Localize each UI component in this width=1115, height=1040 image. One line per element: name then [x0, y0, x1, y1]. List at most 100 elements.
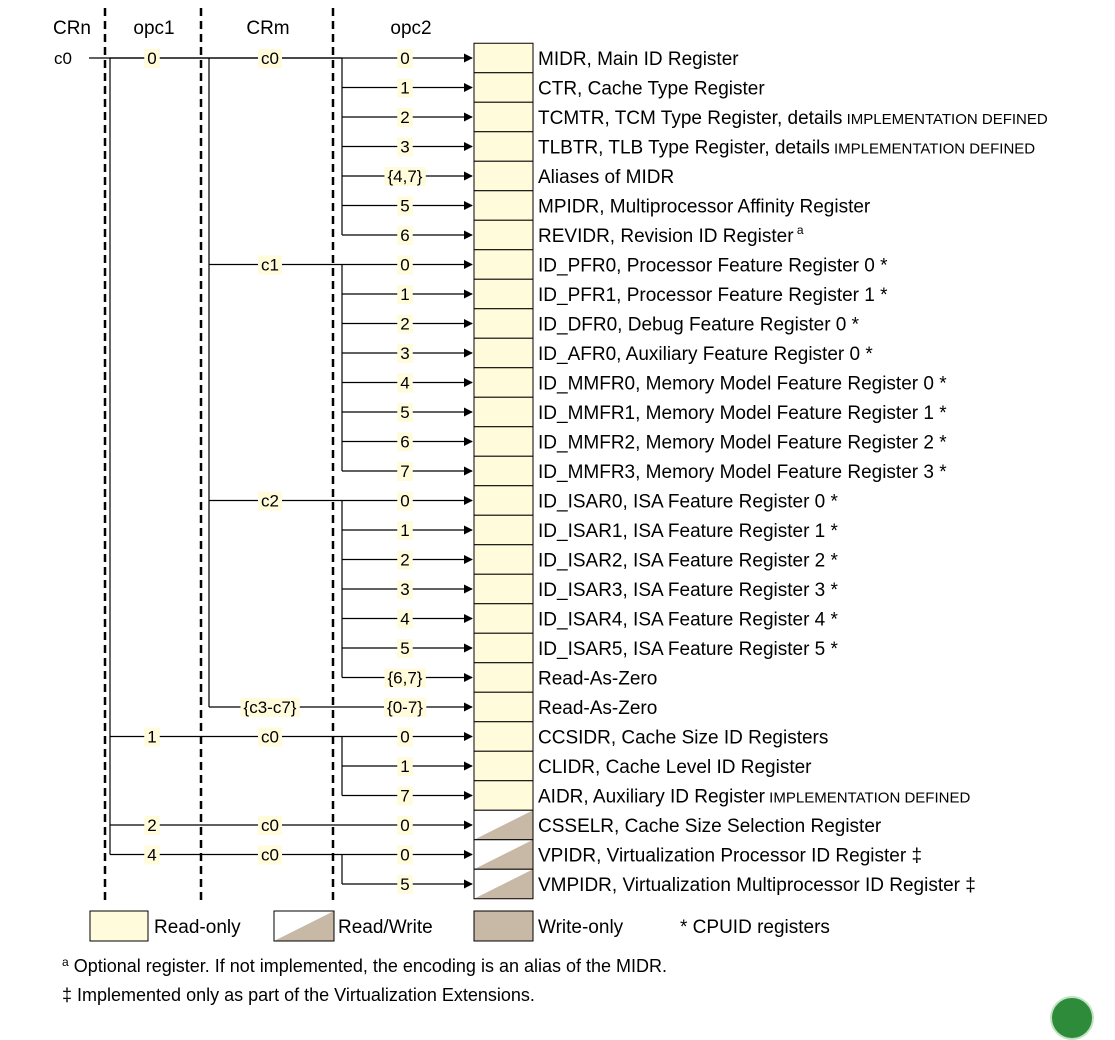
opc2-label: 1	[397, 78, 413, 98]
register-row: 0 ID_ISAR0, ISA Feature Register 0 *	[342, 485, 839, 516]
svg-text:c0: c0	[261, 49, 279, 68]
register-cell-read-only	[473, 662, 534, 693]
register-description: CSSELR, Cache Size Selection Register	[538, 816, 882, 837]
register-description-text: CLIDR, Cache Level ID Register	[538, 757, 812, 778]
register-row: 4 ID_ISAR4, ISA Feature Register 4 *	[342, 603, 839, 634]
register-description-text: VMPIDR, Virtualization Multiprocessor ID…	[538, 875, 976, 896]
register-cell-read-only	[473, 160, 534, 192]
register-row: 1 CTR, Cache Type Register	[342, 72, 765, 103]
register-description: CLIDR, Cache Level ID Register	[538, 757, 812, 778]
register-cell-read-only	[473, 721, 534, 752]
register-description: ID_ISAR4, ISA Feature Register 4 *	[538, 610, 839, 631]
opc2-label: 0	[397, 491, 413, 511]
register-cell-read-only	[473, 632, 534, 664]
crn-value: c0	[54, 49, 72, 68]
register-description-text: ID_MMFR3, Memory Model Feature Register …	[538, 462, 947, 483]
register-description-text: CTR, Cache Type Register	[538, 79, 765, 100]
svg-text:0: 0	[147, 49, 156, 68]
svg-text:2: 2	[400, 551, 409, 570]
register-description-text: TLBTR, TLB Type Register, details	[538, 138, 830, 159]
opc2-label: 2	[397, 550, 413, 570]
opc2-label: {0-7}	[384, 698, 427, 717]
svg-text:1: 1	[400, 521, 409, 540]
svg-text:0: 0	[400, 846, 409, 865]
register-row: 0 VPIDR, Virtualization Processor ID Regi…	[342, 839, 922, 870]
register-cell-read-only	[473, 573, 534, 605]
svg-text:{4,7}: {4,7}	[388, 167, 423, 186]
opc2-label: 4	[397, 373, 413, 393]
svg-text:4: 4	[400, 610, 409, 629]
crm-label: c0	[258, 845, 282, 865]
register-cell-read-only	[473, 367, 534, 398]
opc2-label: 5	[397, 875, 413, 894]
register-row: 6 ID_MMFR2, Memory Model Feature Register…	[342, 426, 947, 457]
crm-label: c1	[258, 255, 282, 275]
register-row: 3 ID_AFR0, Auxiliary Feature Register 0 *	[342, 337, 873, 369]
register-description: ID_DFR0, Debug Feature Register 0 *	[538, 315, 860, 336]
register-cell-read-only	[473, 278, 534, 310]
register-description-text: Aliases of MIDR	[538, 167, 674, 188]
cell-rw-fill	[474, 839, 533, 870]
register-row: 4 ID_MMFR0, Memory Model Feature Register…	[342, 367, 947, 398]
register-description-text: AIDR, Auxiliary ID Register	[538, 787, 766, 808]
register-cell-read-only	[473, 308, 534, 339]
svg-text:1: 1	[147, 728, 156, 747]
svg-text:0: 0	[400, 49, 409, 68]
register-description-text: ID_ISAR0, ISA Feature Register 0 *	[538, 492, 839, 513]
register-description: VPIDR, Virtualization Processor ID Regis…	[538, 846, 922, 867]
opc2-label: 3	[397, 580, 413, 599]
opc2-label: 2	[397, 108, 413, 127]
svg-text:1: 1	[400, 757, 409, 776]
opc2-label: 6	[397, 226, 413, 245]
svg-text:2: 2	[400, 108, 409, 127]
register-description-text: TCMTR, TCM Type Register, details	[538, 108, 842, 129]
svg-text:0: 0	[400, 728, 409, 747]
footnote-a-mark: a	[62, 955, 69, 969]
register-description: ID_AFR0, Auxiliary Feature Register 0 *	[538, 344, 873, 365]
svg-text:6: 6	[400, 433, 409, 452]
register-cell-read-only	[473, 485, 534, 516]
opc2-label: 1	[397, 521, 413, 540]
svg-text:c1: c1	[261, 256, 279, 275]
crm-label: c2	[258, 491, 282, 511]
svg-text:1: 1	[400, 79, 409, 98]
register-rows: 0 MIDR, Main ID Register 1 CTR, Cache Type …	[342, 42, 1048, 900]
register-cell-read-only	[473, 750, 534, 782]
register-description: Read-As-Zero	[538, 698, 657, 719]
register-description: CTR, Cache Type Register	[538, 79, 765, 100]
register-cell-read-only	[473, 455, 534, 487]
register-description-text: CSSELR, Cache Size Selection Register	[538, 816, 882, 837]
opc2-label: {4,7}	[384, 167, 426, 186]
register-description-text: ID_PFR0, Processor Feature Register 0 *	[538, 256, 888, 277]
register-description-text: ID_ISAR3, ISA Feature Register 3 *	[538, 580, 839, 601]
register-row: 1 CLIDR, Cache Level ID Register	[342, 750, 812, 782]
opc2-label: 0	[397, 49, 413, 68]
register-description-text: ID_PFR1, Processor Feature Register 1 *	[538, 285, 888, 306]
register-description-text: ID_ISAR2, ISA Feature Register 2 *	[538, 551, 839, 572]
opc2-label: 5	[397, 403, 413, 422]
register-description: MIDR, Main ID Register	[538, 49, 739, 70]
register-cell-read-only	[473, 691, 534, 723]
legend-write-only-swatch	[473, 910, 534, 942]
cell-rw-fill	[474, 810, 533, 840]
register-cell-read-only	[473, 131, 534, 162]
register-description-text: ID_ISAR1, ISA Feature Register 1 *	[538, 521, 839, 542]
svg-text:3: 3	[400, 344, 409, 363]
svg-text:3: 3	[400, 580, 409, 599]
legend-read-write-swatch	[273, 910, 335, 942]
register-description: ID_MMFR2, Memory Model Feature Register …	[538, 433, 947, 454]
register-row: 0 MIDR, Main ID Register	[342, 42, 739, 74]
svg-text:0: 0	[400, 492, 409, 511]
svg-text:4: 4	[147, 846, 156, 865]
svg-text:{6,7}: {6,7}	[388, 669, 423, 688]
footnote-a-text: Optional register. If not implemented, t…	[74, 956, 667, 976]
register-description: TLBTR, TLB Type Register, details IMPLEM…	[538, 138, 1035, 159]
cell-rw-fill	[474, 869, 533, 899]
register-description: ID_MMFR0, Memory Model Feature Register …	[538, 374, 947, 395]
svg-text:c2: c2	[261, 492, 279, 511]
svg-text:1: 1	[400, 285, 409, 304]
